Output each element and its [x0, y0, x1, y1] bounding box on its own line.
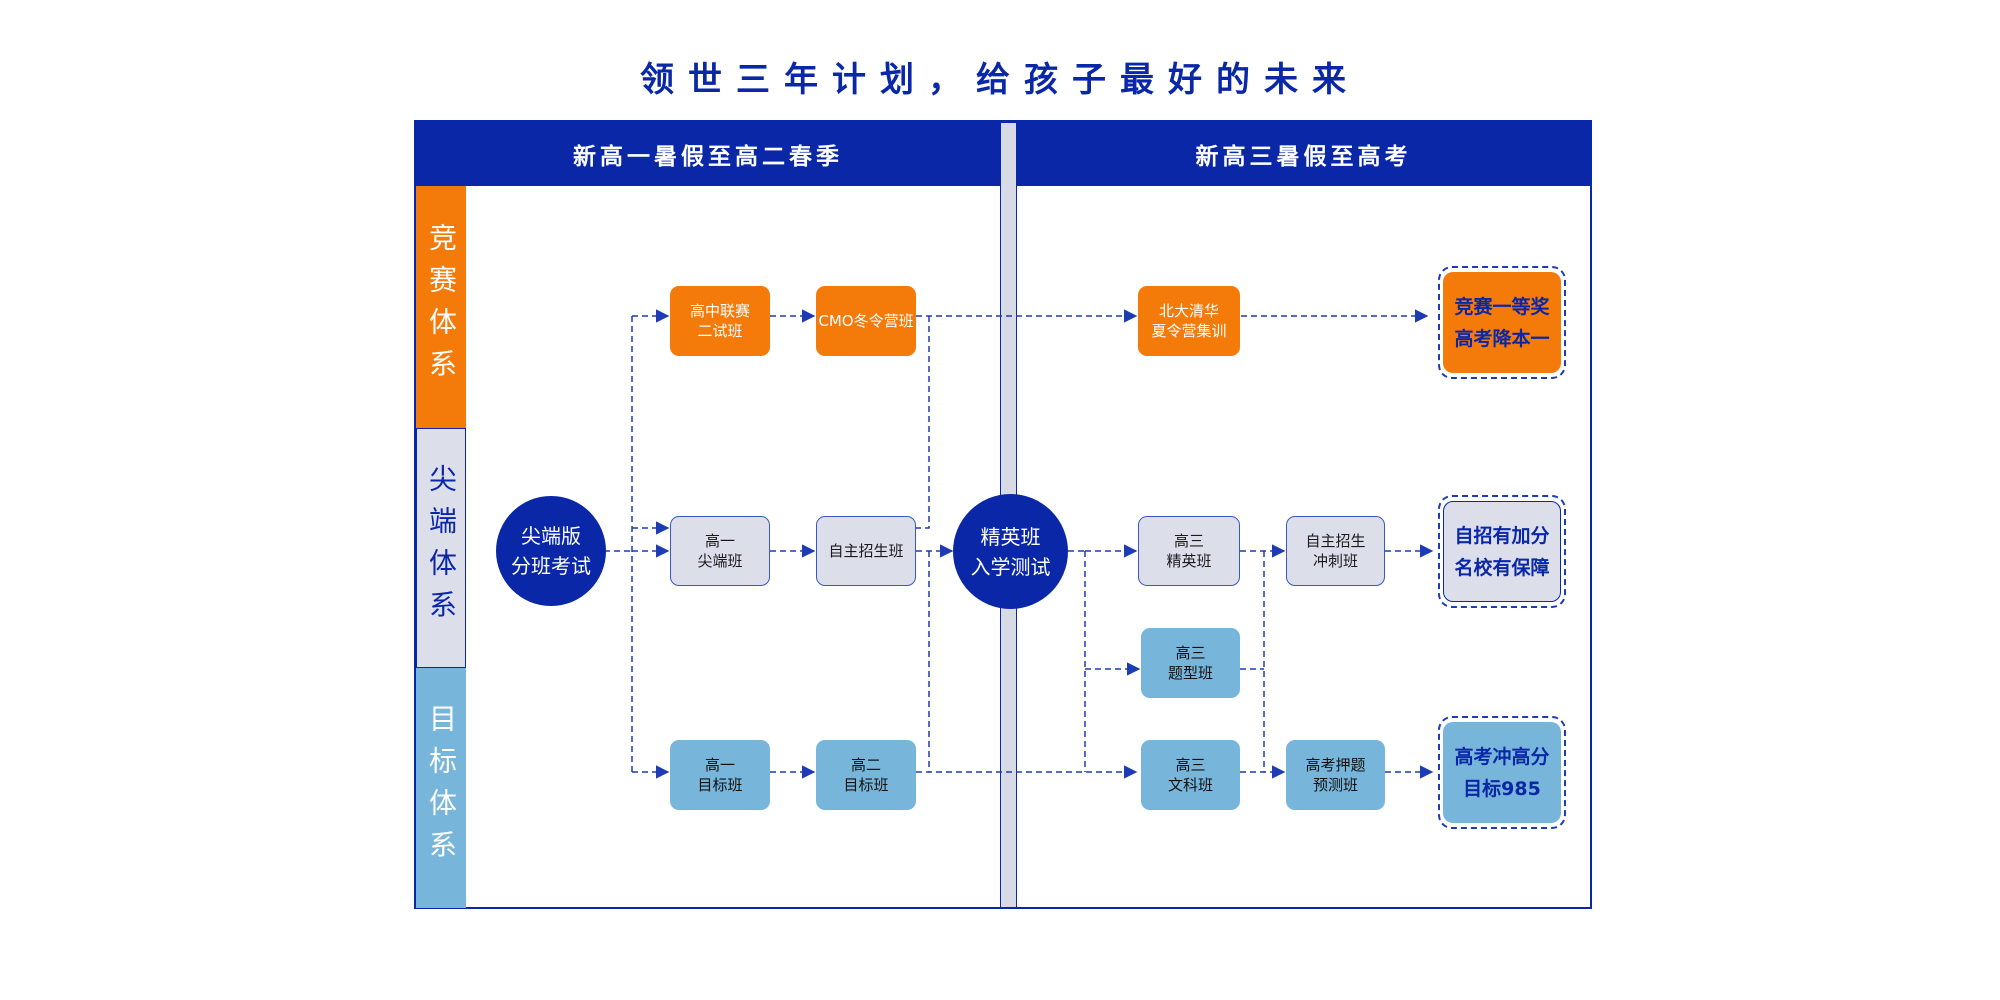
box-grade3-liberal-arts: 高三 文科班 [1141, 740, 1240, 810]
box-self-recruitment-sprint: 自主招生 冲刺班 [1286, 516, 1385, 586]
box-cmo-winter-camp: CMO冬令营班 [816, 286, 916, 356]
band-competition: 竞赛体系 [416, 186, 466, 428]
result-target-frame [1438, 716, 1566, 829]
result-elite-frame [1438, 495, 1566, 608]
right-phase-header: 新高三暑假至高考 [1017, 122, 1590, 186]
page-title: 领世三年计划，给孩子最好的未来 [640, 60, 1360, 100]
left-phase-header: 新高一暑假至高二春季 [416, 122, 1000, 186]
box-grade1-elite: 高一 尖端班 [670, 516, 770, 586]
box-grade1-target: 高一 目标班 [670, 740, 770, 810]
band-elite: 尖端体系 [416, 428, 466, 668]
box-grade3-question-types: 高三 题型班 [1141, 628, 1240, 698]
box-league-second-round: 高中联赛 二试班 [670, 286, 770, 356]
band-target: 目标体系 [416, 668, 466, 908]
result-target: 高考冲高分 目标985 [1443, 722, 1561, 823]
box-grade3-elite: 高三 精英班 [1138, 516, 1240, 586]
box-exam-prediction: 高考押题 预测班 [1286, 740, 1385, 810]
box-pku-thu-summer-camp: 北大清华 夏令营集训 [1138, 286, 1240, 356]
diagram-frame [414, 120, 1592, 909]
result-elite: 自招有加分 名校有保障 [1443, 501, 1561, 602]
elite-entrance-exam-circle: 精英班 入学测试 [953, 494, 1068, 609]
result-competition-frame [1438, 266, 1566, 379]
box-self-recruitment: 自主招生班 [816, 516, 916, 586]
result-competition: 竞赛一等奖 高考降本一 [1443, 272, 1561, 373]
placement-exam-circle: 尖端版 分班考试 [496, 496, 606, 606]
box-grade2-target: 高二 目标班 [816, 740, 916, 810]
